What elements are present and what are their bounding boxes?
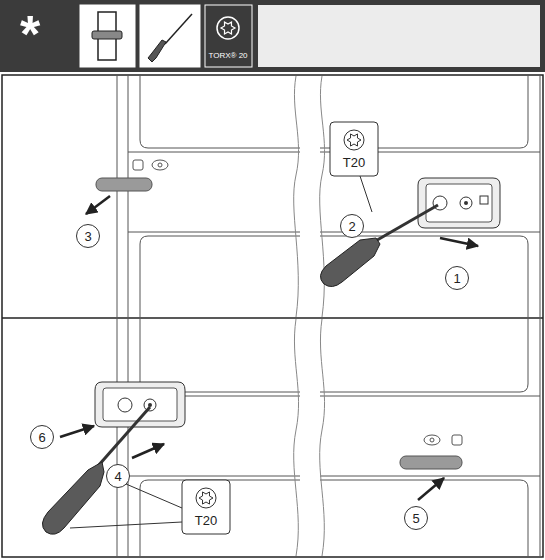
cover-cap <box>96 178 152 191</box>
callout-number: 2 <box>340 214 364 238</box>
hinge <box>418 178 500 228</box>
symbol: * <box>20 8 40 60</box>
header-bar <box>0 0 545 72</box>
callout-number: 6 <box>30 425 54 449</box>
tool-size: T20 <box>342 156 366 169</box>
callout-number: 1 <box>445 266 469 290</box>
tool-size: T20 <box>194 514 218 527</box>
fridge-doors <box>117 76 540 317</box>
callout-number: 4 <box>106 464 130 488</box>
screwdriver <box>42 407 150 534</box>
t20-callout <box>330 122 378 212</box>
callout-number: 5 <box>404 506 428 530</box>
screwdriver <box>320 205 438 287</box>
callout-number: 3 <box>76 224 100 248</box>
cover-cap <box>400 456 462 469</box>
t20-callout <box>70 478 230 534</box>
tool-label: TORX® 20 <box>208 52 247 60</box>
frame <box>2 75 543 557</box>
fridge-doors <box>117 319 540 556</box>
